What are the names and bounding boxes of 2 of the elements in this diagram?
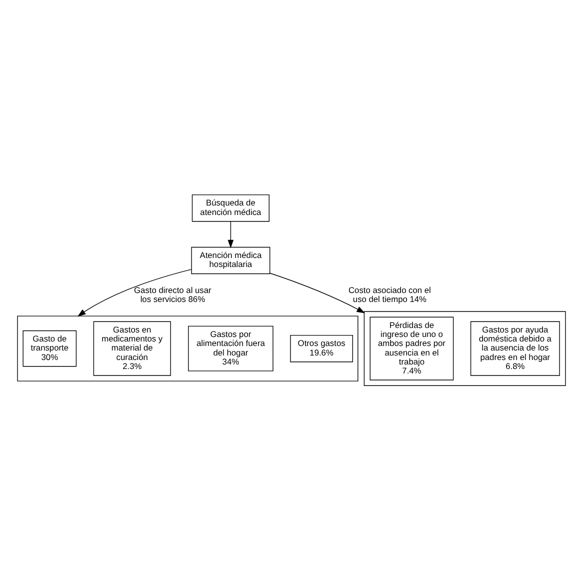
- edge-label: Costo asociado con el uso del tiempo 14%: [348, 285, 431, 304]
- edge-label: Gasto directo al usar los servicios 86%: [134, 285, 212, 304]
